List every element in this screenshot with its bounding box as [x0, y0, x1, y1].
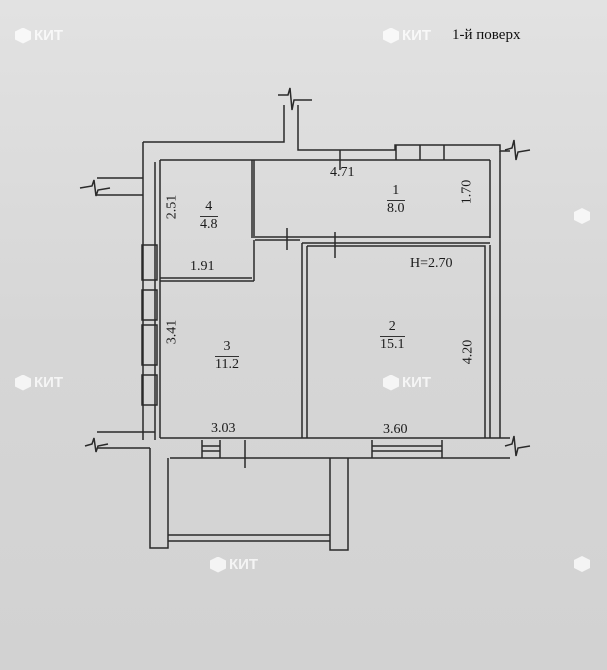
dim-room1-width: 4.71 [330, 165, 355, 180]
room-area: 11.2 [215, 356, 239, 372]
dim-room3-height: 3.41 [164, 319, 180, 345]
kit-logo-icon [383, 374, 399, 391]
watermark: КИТ [210, 556, 258, 573]
kit-logo-icon [574, 208, 590, 224]
watermark: КИТ [15, 27, 63, 44]
room-number: 4 [200, 199, 218, 217]
kit-logo-icon [15, 27, 31, 44]
room-2-label: 2 15.1 [380, 319, 405, 352]
room-area: 15.1 [380, 336, 405, 352]
dim-room2-width: 3.60 [383, 422, 408, 437]
room-area: 8.0 [387, 200, 405, 216]
watermark: КИТ [15, 374, 63, 391]
kit-logo-icon [383, 27, 399, 44]
room-area: 4.8 [200, 216, 218, 232]
dim-room4-height: 2.51 [164, 194, 180, 220]
kit-logo-icon [15, 374, 31, 391]
ceiling-height: H=2.70 [410, 256, 453, 271]
room-3-label: 3 11.2 [215, 339, 239, 372]
floor-title: 1-й поверх [452, 27, 521, 43]
room-number: 3 [215, 339, 239, 357]
dim-room2-height: 4.20 [460, 339, 476, 365]
watermark [574, 556, 590, 572]
room-number: 2 [380, 319, 405, 337]
dim-room3-width: 3.03 [211, 421, 236, 436]
dim-room1-depth: 1.70 [459, 179, 475, 205]
room-1-label: 1 8.0 [387, 183, 405, 216]
dim-room4-width: 1.91 [190, 259, 215, 274]
watermark: КИТ [383, 374, 431, 391]
watermark [574, 208, 590, 224]
kit-logo-icon [210, 556, 226, 573]
room-4-label: 4 4.8 [200, 199, 218, 232]
room-number: 1 [387, 183, 405, 201]
kit-logo-icon [574, 556, 590, 572]
watermark: КИТ [383, 27, 431, 44]
